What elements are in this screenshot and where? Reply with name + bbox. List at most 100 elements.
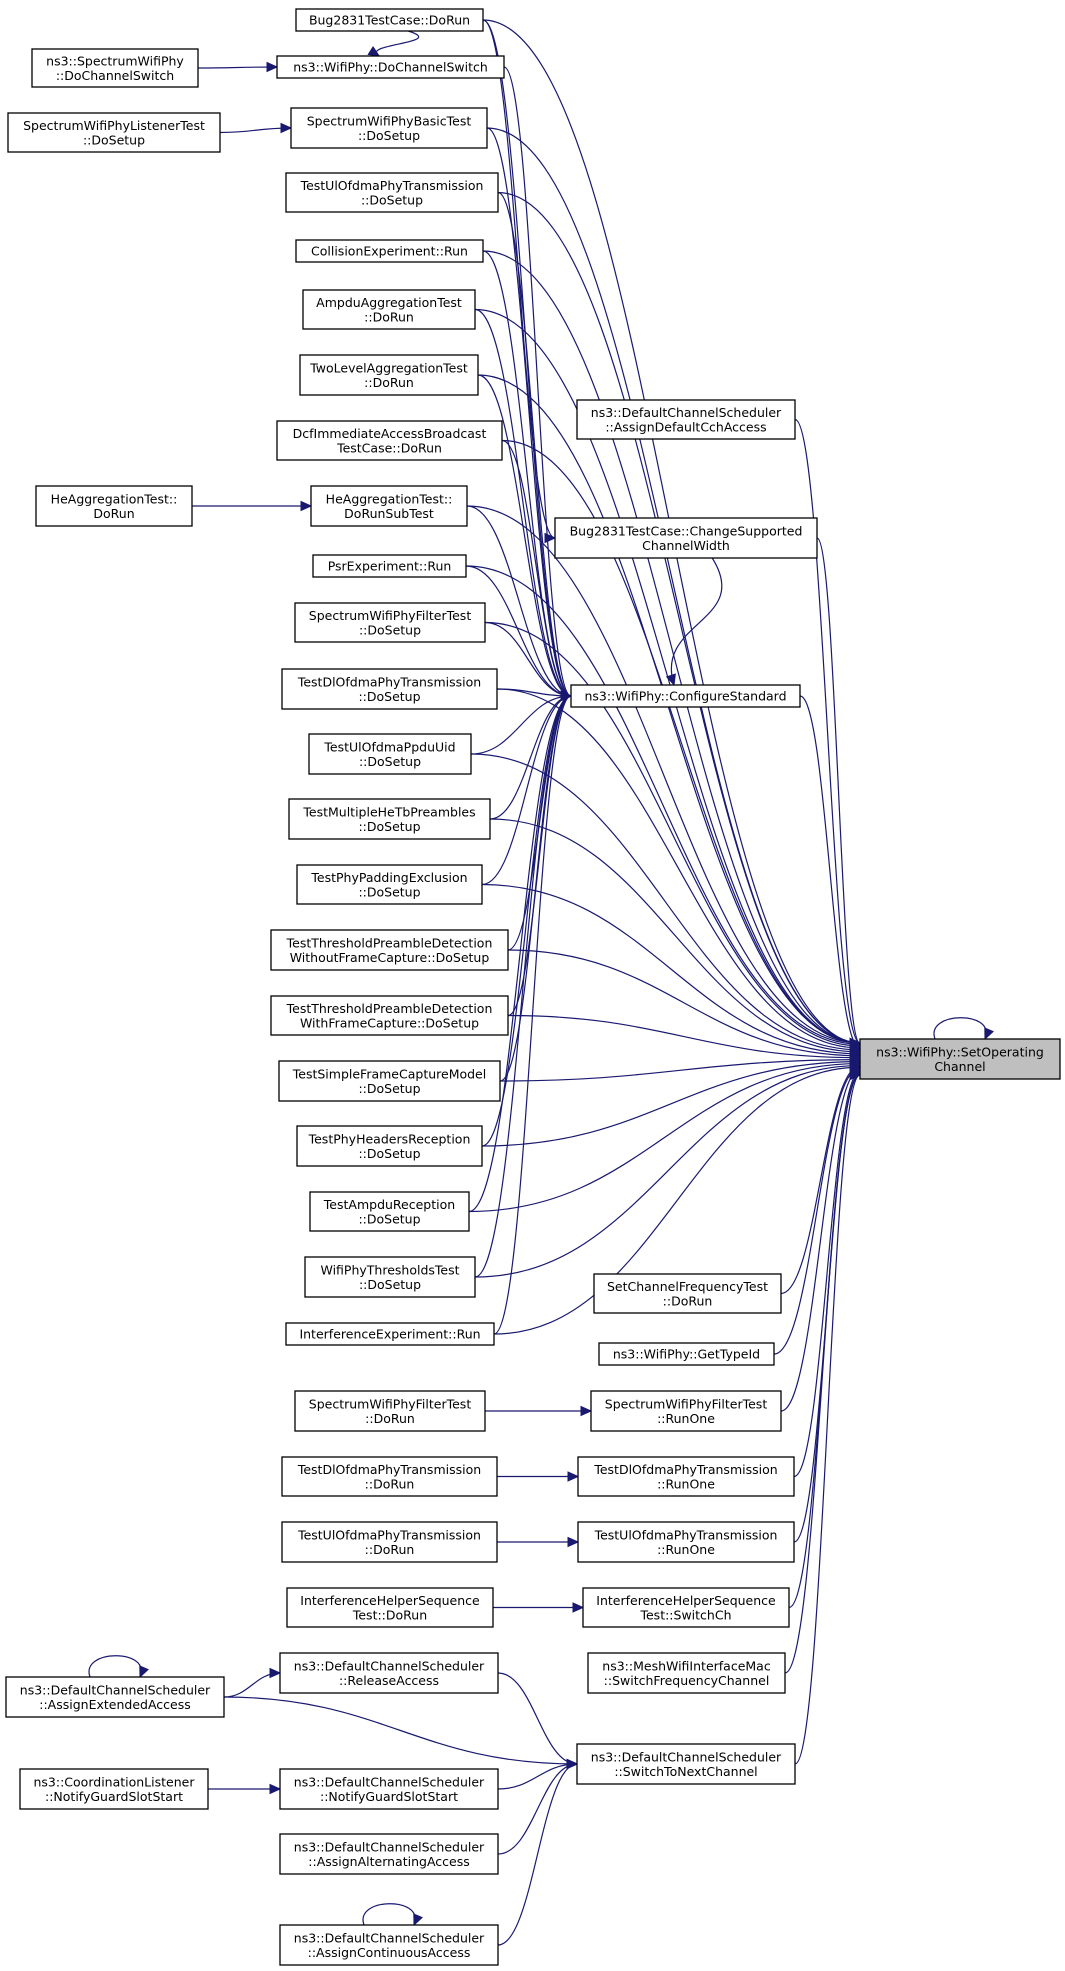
node-box: [276, 55, 505, 79]
node-simplecapture[interactable]: TestSimpleFrameCaptureModel::DoSetup: [278, 1060, 501, 1102]
edge-dcs-continuous-to-dcs-continuous-arrowhead: [413, 1913, 423, 1927]
node-box: [278, 1060, 501, 1102]
node-listener-dosetup[interactable]: SpectrumWifiPhyListenerTest::DoSetup: [7, 112, 221, 153]
edge-collision-run-to-configure: [482, 250, 572, 697]
node-thr-with[interactable]: TestThresholdPreambleDetectionWithFrameC…: [270, 995, 509, 1036]
node-label: TestPhyHeadersReception: [308, 1131, 471, 1146]
node-label: ::SwitchFrequencyChannel: [604, 1673, 770, 1688]
node-dcs-release[interactable]: ns3::DefaultChannelScheduler::ReleaseAcc…: [279, 1652, 499, 1694]
node-dcs-continuous[interactable]: ns3::DefaultChannelScheduler::AssignCont…: [279, 1924, 499, 1966]
node-dcs-alternating[interactable]: ns3::DefaultChannelScheduler::AssignAlte…: [279, 1833, 499, 1875]
node-label: InterferenceHelperSequence: [300, 1593, 480, 1608]
node-thr-without[interactable]: TestThresholdPreambleDetectionWithoutFra…: [270, 929, 509, 971]
node-thresholds[interactable]: WifiPhyThresholdsTest::DoSetup: [304, 1256, 476, 1298]
node-box: [576, 1743, 796, 1785]
edge-psr-run-to-configure: [465, 565, 572, 697]
edge-dcs-defaultcch-to-target: [794, 418, 861, 1044]
node-dcs-notify[interactable]: ns3::DefaultChannelScheduler::NotifyGuar…: [279, 1768, 499, 1810]
node-configure[interactable]: ns3::WifiPhy::ConfigureStandard: [570, 684, 801, 708]
edge-dcs-extended-to-dcs-release-arrowhead: [269, 1667, 282, 1679]
node-dlofdma-dosetup[interactable]: TestDlOfdmaPhyTransmission::DoSetup: [281, 668, 498, 710]
node-ulofdma-runone[interactable]: TestUlOfdmaPhyTransmission::RunOne: [577, 1521, 795, 1563]
node-heagg-subtest[interactable]: HeAggregationTest::DoRunSubTest: [310, 485, 468, 527]
node-gettypeid[interactable]: ns3::WifiPhy::GetTypeId: [598, 1342, 775, 1366]
edge-basic-dosetup-to-target: [486, 127, 861, 1044]
node-box: [302, 289, 476, 330]
node-psr-run[interactable]: PsrExperiment::Run: [312, 554, 467, 578]
node-dlofdma-dorun[interactable]: TestDlOfdmaPhyTransmission::DoRun: [281, 1456, 498, 1497]
node-label: ::DoSetup: [359, 622, 421, 637]
node-box: [279, 1768, 499, 1810]
edge-ulofdma-dosetup-to-target: [497, 191, 861, 1044]
node-headers[interactable]: TestPhyHeadersReception::DoSetup: [296, 1125, 483, 1167]
node-box: [310, 485, 468, 527]
node-ampdu-dorun[interactable]: AmpduAggregationTest::DoRun: [302, 289, 476, 330]
node-label: CollisionExperiment::Run: [311, 244, 468, 259]
node-label: Channel: [934, 1059, 985, 1074]
node-dlofdma-runone[interactable]: TestDlOfdmaPhyTransmission::RunOne: [577, 1456, 795, 1497]
node-dcs-switchnext[interactable]: ns3::DefaultChannelScheduler::SwitchToNe…: [576, 1743, 796, 1785]
node-label: ::RunOne: [657, 1542, 715, 1557]
node-setchanfreq[interactable]: SetChannelFrequencyTest::DoRun: [593, 1273, 782, 1314]
call-edges: [88, 19, 994, 1946]
node-dcs-extended[interactable]: ns3::DefaultChannelScheduler::AssignExte…: [5, 1676, 225, 1718]
node-label: TestPhyPaddingExclusion: [310, 870, 467, 885]
edge-bug-changewidth-to-target-arrowhead: [849, 1038, 862, 1049]
node-bug-changewidth[interactable]: Bug2831TestCase::ChangeSupportedChannelW…: [554, 517, 818, 559]
edge-thresholds-to-target: [474, 1064, 861, 1278]
node-label: ::DoRun: [364, 309, 414, 324]
node-label: TestThresholdPreambleDetection: [286, 935, 493, 950]
node-wifiphy-dochannelswitch[interactable]: ns3::WifiPhy::DoChannelSwitch: [276, 55, 505, 79]
node-dcs-defaultcch[interactable]: ns3::DefaultChannelScheduler::AssignDefa…: [576, 399, 796, 440]
node-ampdurx[interactable]: TestAmpduReception::DoSetup: [309, 1191, 470, 1232]
node-mesh-switch[interactable]: ns3::MeshWifiInterfaceMac::SwitchFrequen…: [587, 1652, 786, 1694]
edge-spectrum-dochannelswitch-to-wifiphy-dochannelswitch: [197, 66, 278, 69]
edge-ampdurx-to-configure: [468, 695, 572, 1213]
edge-thr-with-to-target: [507, 1014, 861, 1059]
node-coord-notify[interactable]: ns3::CoordinationListener::NotifyGuardSl…: [19, 1768, 209, 1810]
edge-dcs-switchnext-to-target-arrowhead: [849, 1069, 862, 1081]
node-box: [308, 733, 472, 775]
node-box: [593, 1273, 782, 1314]
node-label: ::AssignAlternatingAccess: [308, 1854, 469, 1869]
node-heagg-dorun[interactable]: HeAggregationTest::DoRun: [35, 485, 193, 527]
node-spectrum-dochannelswitch[interactable]: ns3::SpectrumWifiPhy::DoChannelSwitch: [31, 48, 199, 88]
node-box: [19, 1768, 209, 1810]
node-ulofdma-dorun[interactable]: TestUlOfdmaPhyTransmission::DoRun: [281, 1521, 498, 1563]
node-ppduuid-dosetup[interactable]: TestUlOfdmaPpduUid::DoSetup: [308, 733, 472, 775]
node-filter-dorun[interactable]: SpectrumWifiPhyFilterTest::DoRun: [294, 1390, 486, 1432]
node-label: ::DoRun: [365, 1476, 415, 1491]
node-twolevel-dorun[interactable]: TwoLevelAggregationTest::DoRun: [299, 354, 479, 396]
node-label: TestUlOfdmaPhyTransmission: [594, 1527, 778, 1542]
node-label: ::DoSetup: [83, 132, 145, 147]
node-hetb-dosetup[interactable]: TestMultipleHeTbPreambles::DoSetup: [288, 798, 491, 840]
edge-dlofdma-runone-to-target: [793, 1070, 861, 1478]
node-collision-run[interactable]: CollisionExperiment::Run: [295, 239, 484, 263]
node-label: Test::SwitchCh: [639, 1607, 731, 1622]
node-label: ns3::MeshWifiInterfaceMac: [602, 1658, 771, 1673]
edge-interference-run-to-configure: [493, 695, 572, 1335]
node-interference-run[interactable]: InterferenceExperiment::Run: [285, 1322, 495, 1346]
edge-bug-dorun-to-bug-changewidth: [482, 19, 556, 539]
node-label: ns3::SpectrumWifiPhy: [46, 53, 184, 68]
node-label: TestUlOfdmaPpduUid: [323, 739, 455, 754]
node-basic-dosetup[interactable]: SpectrumWifiPhyBasicTest::DoSetup: [290, 107, 488, 149]
node-filter-runone[interactable]: SpectrumWifiPhyFilterTest::RunOne: [590, 1390, 782, 1432]
node-filter-dosetup[interactable]: SpectrumWifiPhyFilterTest::DoSetup: [294, 602, 486, 643]
node-label: ns3::WifiPhy::DoChannelSwitch: [293, 60, 488, 75]
node-label: ns3::WifiPhy::SetOperating: [876, 1044, 1044, 1059]
node-dcf-dorun[interactable]: DcfImmediateAccessBroadcastTestCase::DoR…: [276, 420, 503, 461]
node-box: [576, 399, 796, 440]
edge-bug-dorun-to-bug-changewidth-arrowhead: [544, 532, 557, 544]
node-bug-dorun[interactable]: Bug2831TestCase::DoRun: [295, 8, 484, 32]
node-ulofdma-dosetup[interactable]: TestUlOfdmaPhyTransmission::DoSetup: [285, 172, 499, 213]
node-label: WithoutFrameCapture::DoSetup: [290, 950, 490, 965]
edge-target-to-target-arrowhead: [984, 1027, 994, 1041]
node-label: ::DoChannelSwitch: [56, 68, 174, 83]
node-label: ::DoSetup: [358, 819, 420, 834]
node-padding-dosetup[interactable]: TestPhyPaddingExclusion::DoSetup: [296, 864, 483, 905]
node-label: InterferenceHelperSequence: [596, 1593, 776, 1608]
